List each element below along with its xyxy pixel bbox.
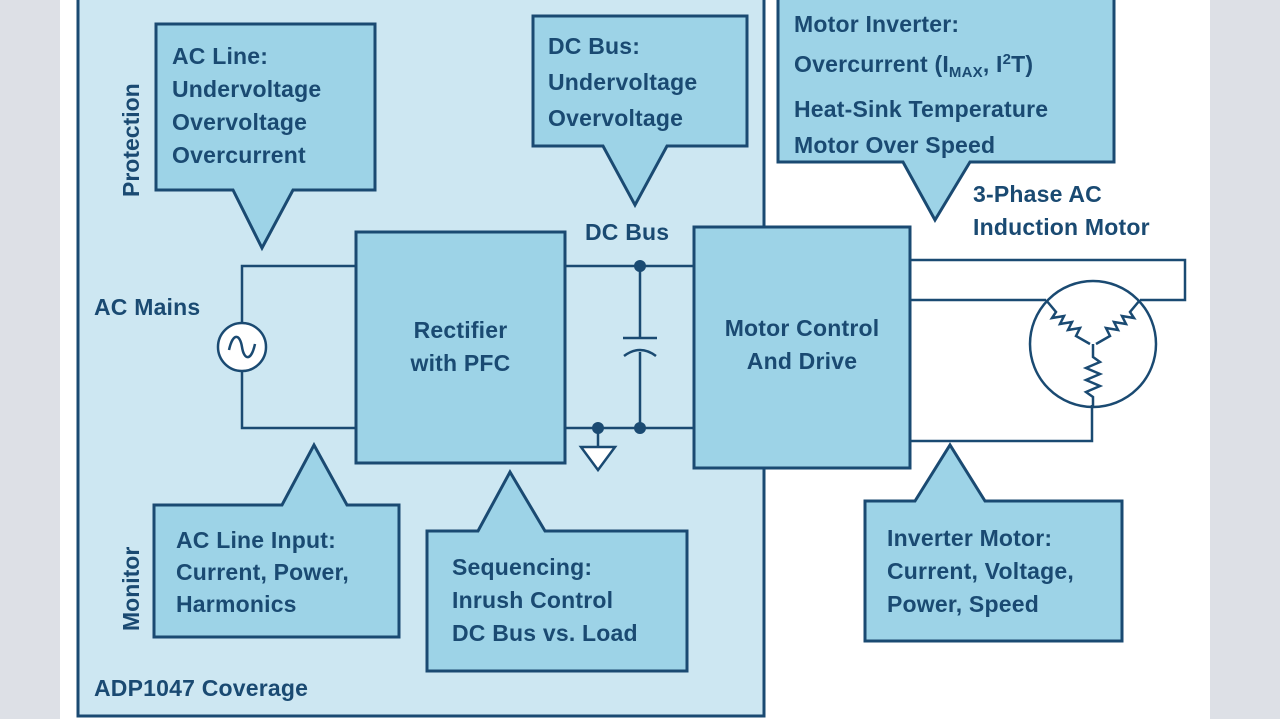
motor-control-label-line: Motor Control [724, 315, 880, 341]
motor-wiring [910, 258, 1187, 443]
callout-ac-line-item: Overvoltage [172, 109, 308, 135]
dc-bus-node-top [634, 260, 646, 272]
motor-control-block [692, 225, 912, 470]
callout-dc-bus-item: Overvoltage [548, 105, 684, 131]
callout-ac-line-shape [154, 22, 377, 252]
callout-motor-inverter-shape [776, 0, 1116, 223]
callout-dc-bus-item: Undervoltage [548, 69, 698, 95]
section-label-protection: Protection [118, 83, 144, 197]
callout-motor-inverter-title: Motor Inverter: [794, 11, 960, 37]
callout-inverter-motor-item: Power, Speed [887, 591, 1039, 617]
rectifier-label: Rectifier with PFC [356, 314, 565, 380]
motor-label-line: Induction Motor [973, 214, 1150, 240]
callout-ac-line: AC Line: Undervoltage Overvoltage Overcu… [172, 40, 321, 172]
ac-wiring [240, 264, 355, 430]
callout-motor-inverter: Motor Inverter: Overcurrent (IMAX, I2T) … [794, 6, 1048, 163]
ground-node [592, 422, 604, 434]
motor-control-label-line: And Drive [746, 348, 858, 374]
capacitor-icon [623, 336, 657, 358]
callout-inverter-motor-title: Inverter Motor: [887, 525, 1053, 551]
callout-dc-bus-shape [531, 14, 749, 209]
callout-ac-line-item: Overcurrent [172, 142, 306, 168]
overcurrent-text: Overcurrent (I [794, 51, 949, 77]
callout-inverter-motor: Inverter Motor: Current, Voltage, Power,… [887, 522, 1074, 621]
overcurrent-separator: , I [982, 51, 1003, 77]
motor-control-label: Motor Control And Drive [694, 312, 910, 378]
callout-dc-bus-title: DC Bus: [548, 33, 641, 59]
motor-label-line: 3-Phase AC [973, 181, 1102, 207]
callout-sequencing-item: DC Bus vs. Load [452, 620, 638, 646]
callout-sequencing-shape [425, 468, 689, 673]
callout-ac-line-input-item: Current, Power, [176, 559, 349, 585]
callout-dc-bus: DC Bus: Undervoltage Overvoltage [548, 30, 697, 135]
callout-inverter-motor-shape [863, 442, 1124, 643]
ac-mains-label: AC Mains [94, 294, 201, 320]
callout-sequencing-item: Inrush Control [452, 587, 614, 613]
rectifier-block [354, 230, 567, 465]
three-phase-motor-icon [1028, 279, 1158, 409]
dc-bus-node-bottom [634, 422, 646, 434]
callout-sequencing-title: Sequencing: [452, 554, 593, 580]
callout-motor-inverter-item: Heat-Sink Temperature [794, 96, 1049, 122]
callout-ac-line-input: AC Line Input: Current, Power, Harmonics [176, 524, 349, 620]
callout-motor-inverter-item: Overcurrent (IMAX, I2T) [794, 42, 1048, 91]
imax-subscript: MAX [948, 64, 983, 81]
rectifier-label-line: Rectifier [413, 317, 508, 343]
ac-voltage-source-icon [216, 321, 268, 373]
ground-icon [578, 445, 618, 473]
coverage-label: ADP1047 Coverage [94, 675, 309, 701]
callout-ac-line-input-shape [152, 441, 401, 639]
callout-ac-line-title: AC Line: [172, 43, 269, 69]
overcurrent-suffix: T) [1011, 51, 1034, 77]
section-label-monitor: Monitor [118, 546, 144, 631]
callout-sequencing: Sequencing: Inrush Control DC Bus vs. Lo… [452, 551, 638, 650]
dc-bus-label: DC Bus [585, 219, 670, 245]
callout-ac-line-input-item: Harmonics [176, 591, 297, 617]
callout-ac-line-item: Undervoltage [172, 76, 322, 102]
dc-bus-wiring [565, 264, 693, 447]
rectifier-label-line: with PFC [410, 350, 511, 376]
callout-motor-inverter-item: Motor Over Speed [794, 132, 996, 158]
callout-ac-line-input-title: AC Line Input: [176, 527, 336, 553]
i2t-superscript: 2 [1002, 51, 1012, 68]
motor-label: 3-Phase AC Induction Motor [973, 178, 1150, 244]
callout-inverter-motor-item: Current, Voltage, [887, 558, 1074, 584]
